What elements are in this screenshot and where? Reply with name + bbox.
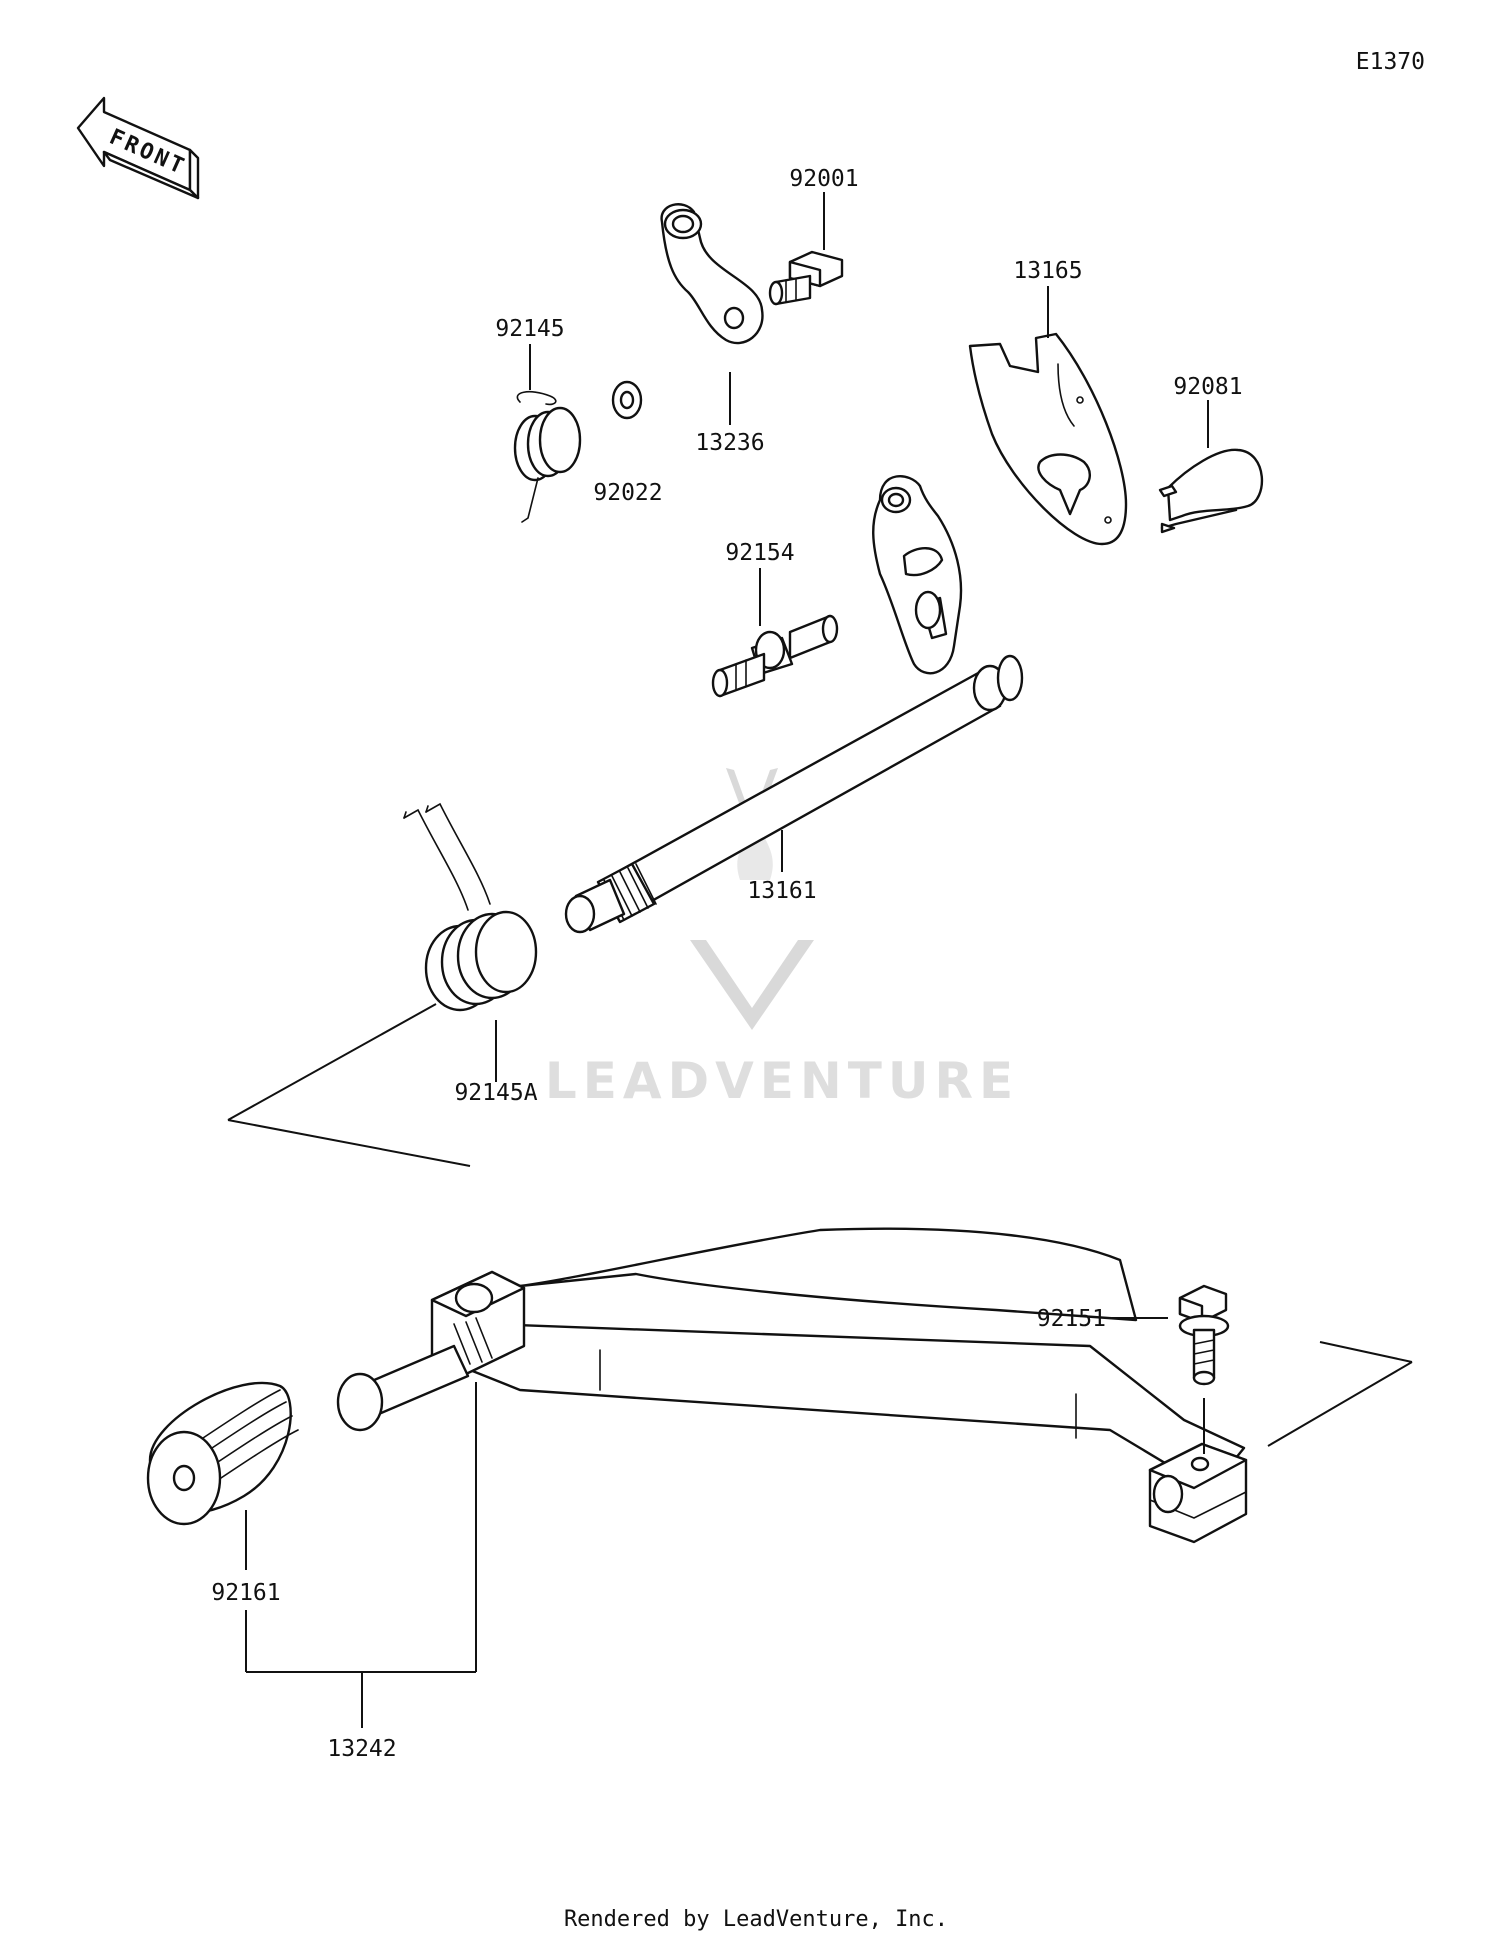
part-92001-bolt — [768, 250, 844, 306]
part-label-92154: 92154 — [725, 540, 794, 566]
part-13242-pedal — [336, 1227, 1248, 1544]
part-label-92001: 92001 — [789, 166, 858, 192]
part-92022-washer — [611, 380, 643, 420]
part-92081-clip — [1158, 448, 1263, 534]
part-label-92022: 92022 — [593, 480, 662, 506]
part-label-13161: 13161 — [747, 878, 816, 904]
part-label-13165: 13165 — [1013, 258, 1082, 284]
part-13236-plate — [660, 203, 764, 345]
part-13165-plate — [968, 332, 1128, 546]
part-label-13236: 13236 — [695, 430, 764, 456]
watermark-text: LEADVENTURE — [545, 1052, 1019, 1110]
front-arrow-icon: FRONT — [76, 96, 200, 200]
part-label-13242: 13242 — [327, 1736, 396, 1762]
part-92161-rubber — [146, 1381, 299, 1526]
part-13161-shaft — [564, 475, 1024, 934]
part-label-92151: 92151 — [1037, 1306, 1106, 1332]
diagram-id: E1370 — [1356, 49, 1425, 75]
part-label-92145: 92145 — [495, 316, 564, 342]
part-label-92145A: 92145A — [454, 1080, 537, 1106]
part-label-92161: 92161 — [211, 1580, 280, 1606]
watermark: LEADVENTURE — [545, 768, 1019, 1110]
part-label-92081: 92081 — [1173, 374, 1242, 400]
part-92145A-spring — [403, 802, 538, 1012]
part-92145-spring — [513, 390, 582, 523]
footer-credit: Rendered by LeadVenture, Inc. — [564, 1907, 948, 1932]
part-92151-bolt — [1178, 1284, 1230, 1386]
part-92154-pin — [711, 614, 839, 698]
